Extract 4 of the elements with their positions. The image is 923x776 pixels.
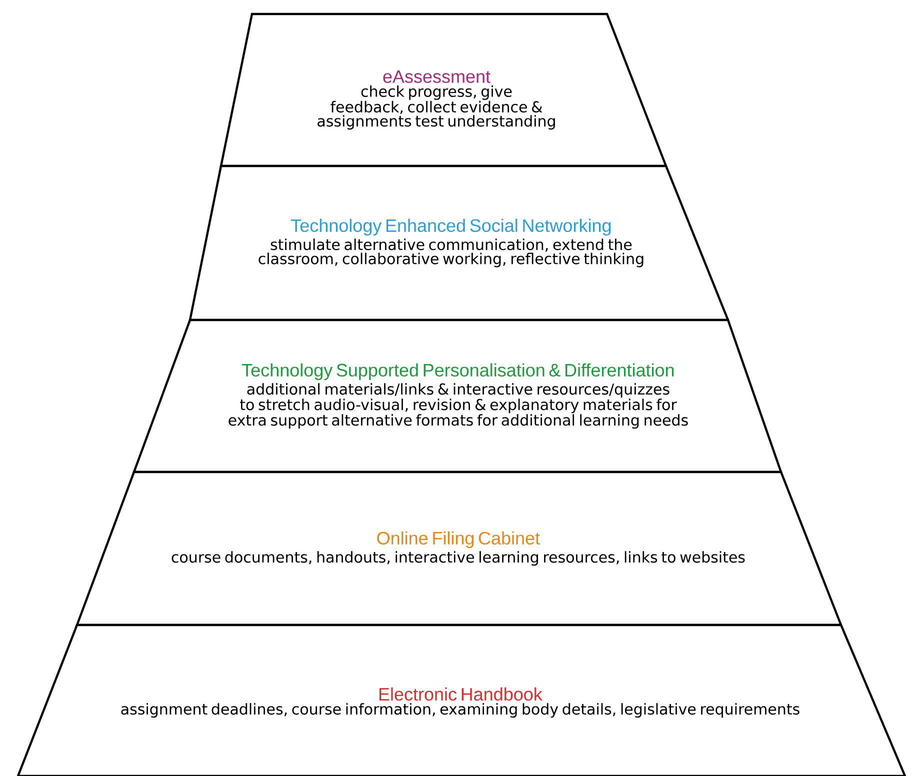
node-label: Electronic Handbook <box>379 687 542 701</box>
pyramid-level: Technology Enhanced Social Networking stimulate alternative communication, extend the classroom, collaborative working, reflective thinking <box>188 164 730 322</box>
pyramid-level: eAssessment check progress, give feedback, collect evidence & assignments test understanding <box>220 12 668 168</box>
node-label: assignment deadlines, course information, examining body details, legislative requirements <box>121 703 800 718</box>
